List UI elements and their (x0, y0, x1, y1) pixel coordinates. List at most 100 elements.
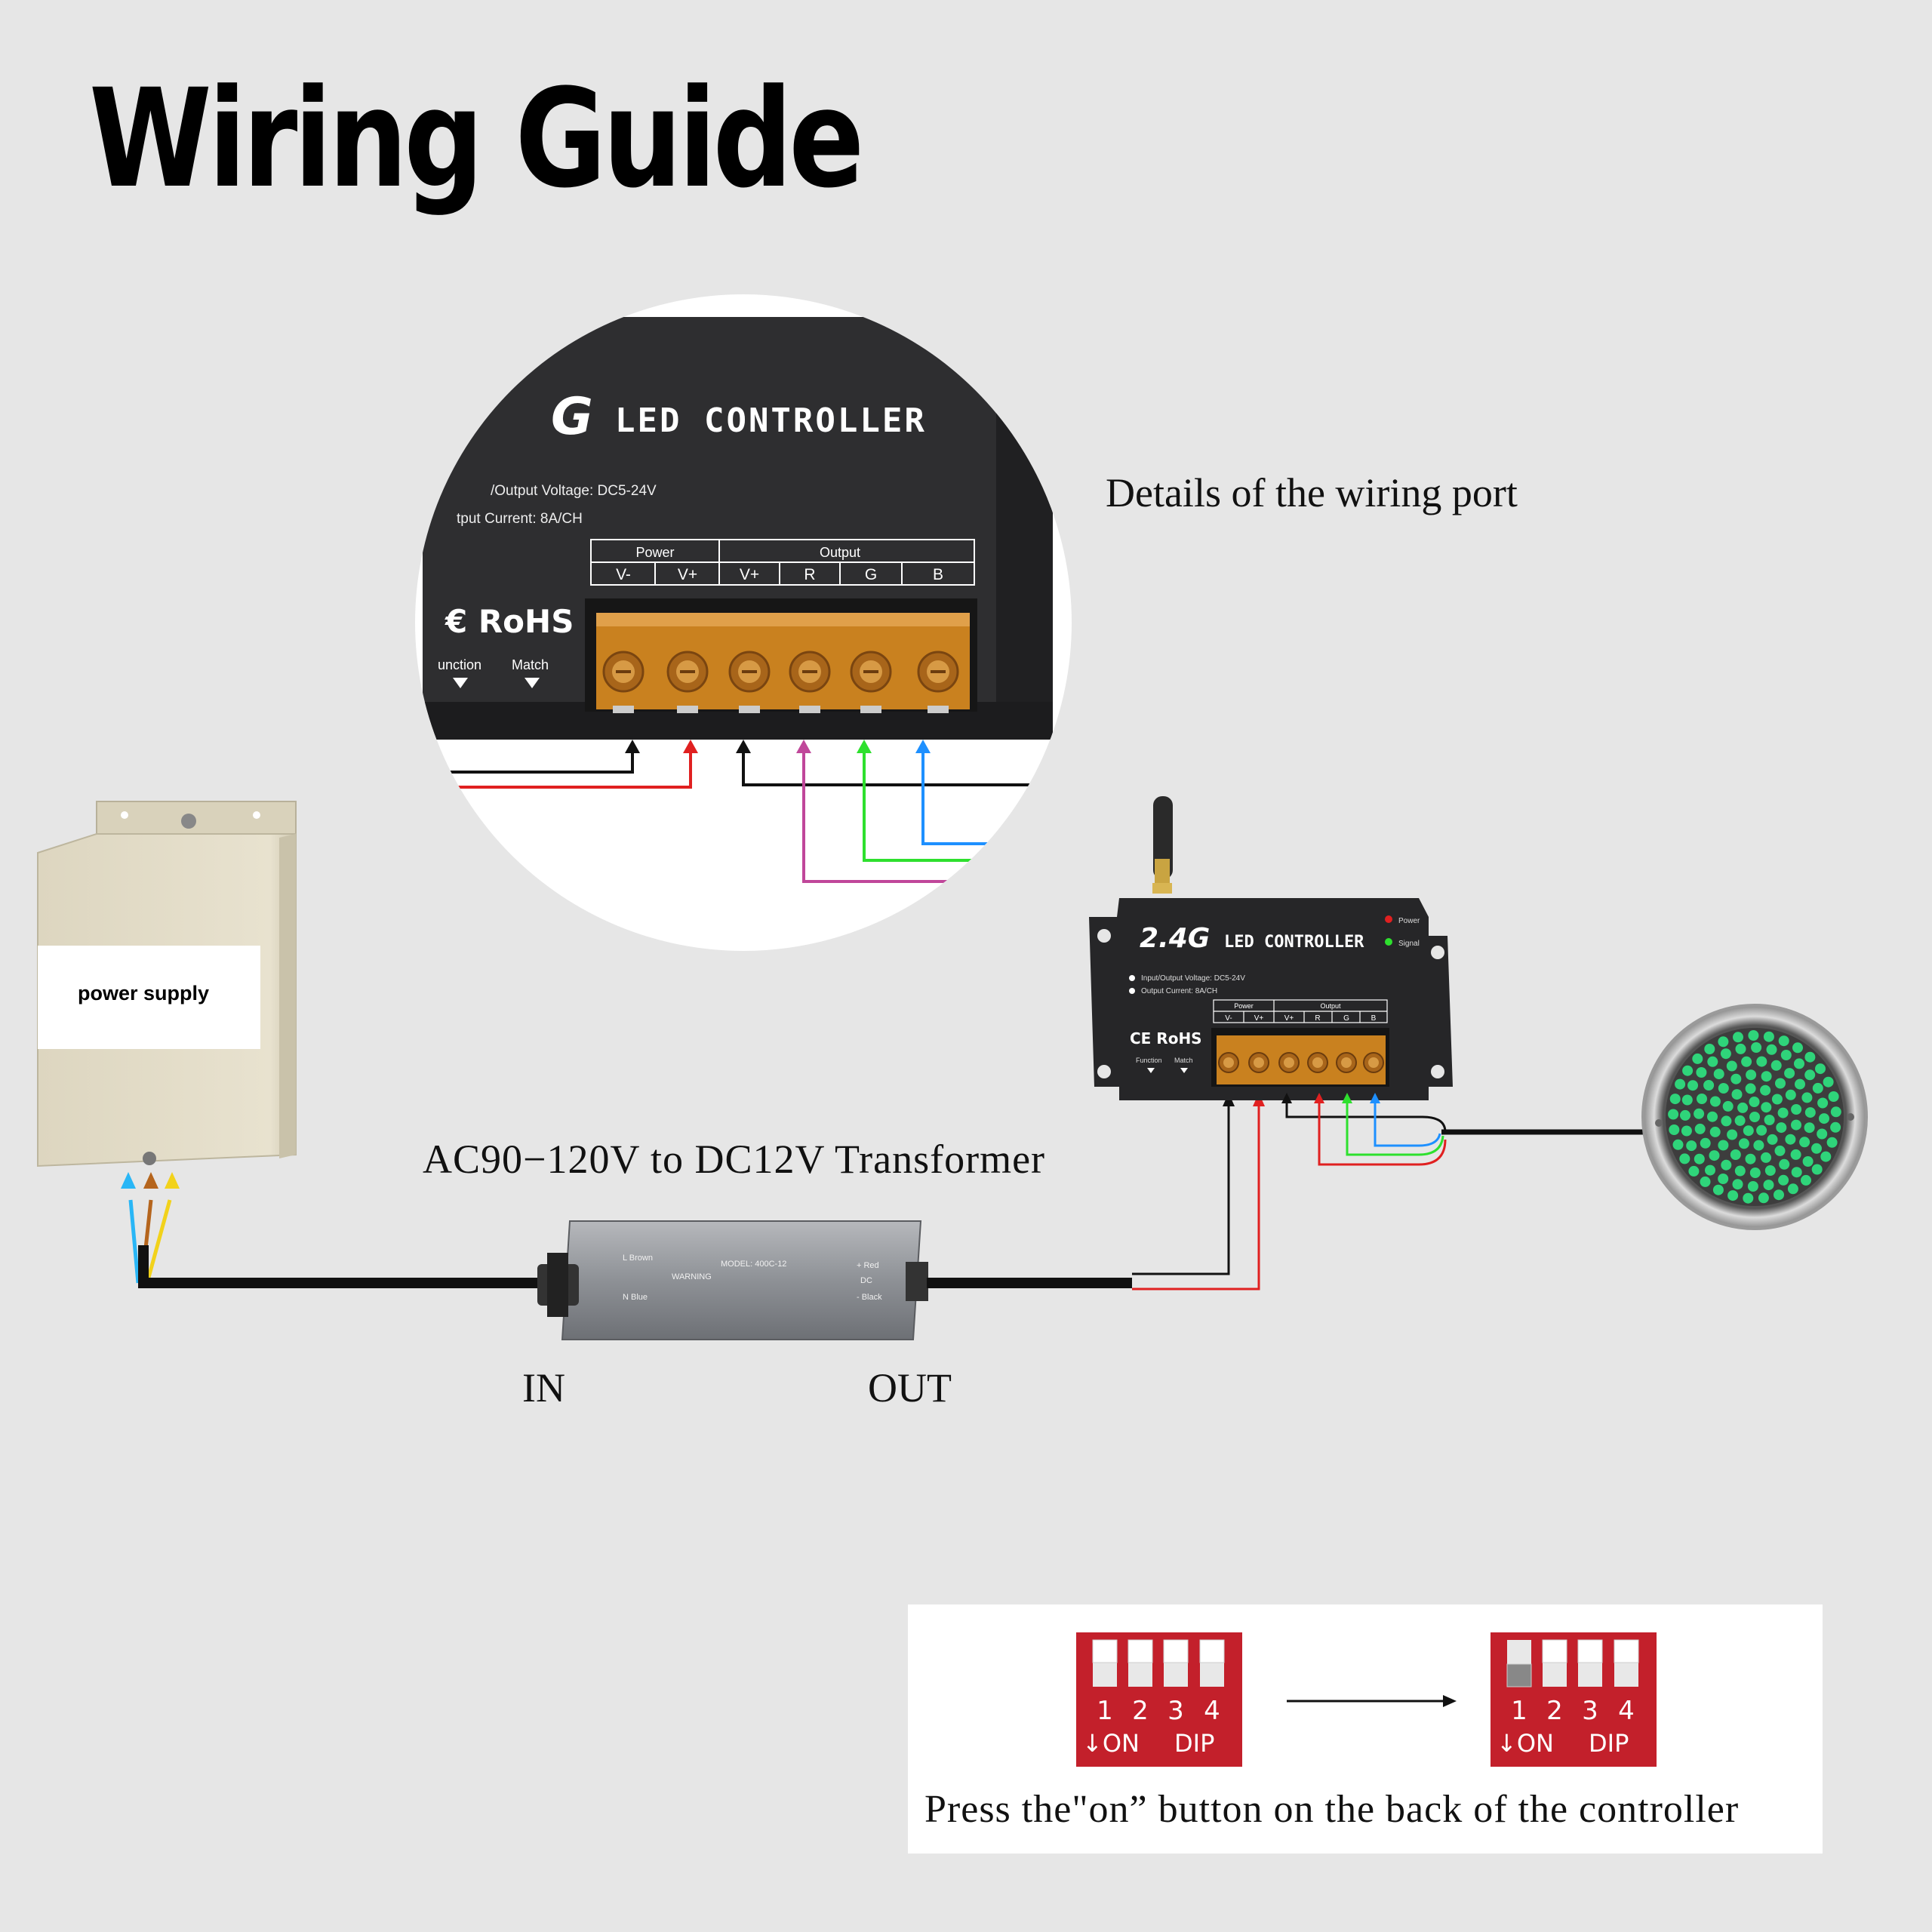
led-dot (1804, 1051, 1816, 1063)
led-dot (1749, 1112, 1760, 1122)
zoom-terminal-label: V- (616, 566, 631, 583)
led-dot (1761, 1071, 1772, 1082)
transformer-out-label: OUT (868, 1365, 952, 1411)
led-dot (1764, 1165, 1776, 1176)
led-dot (1718, 1036, 1729, 1048)
power-supply-label: power supply (78, 982, 209, 1004)
led-dot (1697, 1094, 1707, 1104)
transformer-model: MODEL: 400C-12 (721, 1260, 786, 1269)
led-dot (1727, 1190, 1739, 1201)
dip-after-dip-label: DIP (1589, 1729, 1629, 1758)
led-dot (1745, 1083, 1756, 1094)
page-title: Wiring Guide (89, 60, 864, 218)
led-dot (1764, 1115, 1775, 1125)
dip-lever (1163, 1639, 1189, 1687)
small-terminal-table (1213, 999, 1388, 1023)
led-dot (1776, 1122, 1787, 1134)
transformer-blue: N Blue (623, 1293, 648, 1302)
zoom-terminal-screw (850, 651, 892, 713)
led-dot (1709, 1096, 1721, 1107)
dip-lever (1542, 1639, 1567, 1687)
zoom-cert-mark: € RoHS (445, 603, 574, 640)
led-dot (1758, 1192, 1769, 1204)
signal-led (1385, 938, 1392, 946)
led-dot (1815, 1063, 1826, 1075)
led-dot (1830, 1106, 1841, 1118)
led-dot (1743, 1192, 1754, 1204)
dip-number: 2 (1546, 1696, 1563, 1726)
led-dot (1735, 1043, 1746, 1054)
led-dot (1826, 1137, 1838, 1148)
led-dot (1794, 1058, 1804, 1069)
zoom-terminal-block (596, 613, 970, 709)
transformer-black: - Black (857, 1293, 882, 1302)
small-cert-mark: CE RoHS (1130, 1029, 1202, 1048)
dip-lever (1092, 1639, 1118, 1687)
led-dot (1791, 1167, 1802, 1178)
led-dot (1705, 1164, 1715, 1176)
led-dot (1804, 1122, 1815, 1134)
led-dot (1763, 1031, 1774, 1042)
led-dot (1756, 1124, 1767, 1136)
led-dot (1688, 1165, 1700, 1177)
dip-number: 1 (1511, 1696, 1527, 1726)
led-dot (1732, 1179, 1743, 1190)
led-dot (1753, 1140, 1764, 1151)
transformer: L Brown N Blue MODEL: 400C-12 WARNING + … (537, 1220, 928, 1340)
details-caption: Details of the wiring port (1106, 470, 1518, 515)
led-dot (1680, 1109, 1690, 1121)
led-dot (1749, 1097, 1760, 1107)
led-dot (1745, 1153, 1756, 1164)
controller-device: 2.4G LED CONTROLLER Power Signal Input/O… (1089, 796, 1453, 1100)
led-dot (1763, 1180, 1774, 1191)
led-dot (1730, 1149, 1741, 1160)
dip-lever (1506, 1640, 1532, 1687)
led-dot (1817, 1097, 1829, 1109)
led-pool-light (1641, 1004, 1868, 1230)
power-led (1385, 915, 1392, 923)
zoom-spec-current: tput Current: 8A/CH (457, 511, 583, 527)
power-supply-box: power supply (37, 801, 297, 1168)
led-dot (1743, 1125, 1754, 1137)
led-dot (1713, 1069, 1724, 1080)
led-dot (1760, 1084, 1771, 1096)
dip-lever (1614, 1639, 1639, 1687)
transformer-caption: AC90−120V to DC12V Transformer (423, 1137, 1046, 1182)
led-dot (1675, 1078, 1686, 1090)
zoom-match-label: Match (512, 657, 549, 672)
small-brand-text: LED CONTROLLER (1224, 933, 1364, 952)
led-dot (1779, 1158, 1790, 1170)
led-dot (1734, 1115, 1746, 1126)
led-dot (1778, 1035, 1789, 1047)
led-dot (1801, 1092, 1813, 1103)
dip-after-on-label: ↓ON (1497, 1729, 1554, 1758)
led-dot (1777, 1107, 1789, 1118)
zoom-terminal-screw (602, 651, 645, 713)
zoom-brand-text: LED CONTROLLER (615, 401, 927, 440)
power-supply-wires (121, 1172, 566, 1288)
dip-before-dip-label: DIP (1174, 1729, 1214, 1758)
led-dot (1726, 1060, 1737, 1072)
dip-number: 3 (1582, 1696, 1598, 1726)
led-dot (1722, 1100, 1734, 1112)
led-dot (1770, 1060, 1782, 1071)
led-dot (1799, 1137, 1810, 1148)
led-dot (1734, 1165, 1746, 1177)
transformer-dc: DC (860, 1276, 872, 1285)
small-spec-voltage: Input/Output Voltage: DC5-24V (1141, 974, 1245, 983)
led-dot (1679, 1153, 1690, 1164)
dip-number: 1 (1097, 1696, 1113, 1726)
led-dot (1767, 1134, 1778, 1145)
led-dot (1707, 1056, 1718, 1067)
led-dot (1692, 1053, 1703, 1064)
led-dot (1774, 1145, 1786, 1156)
zoom-terminal-label: G (865, 566, 877, 583)
transformer-output-cable (927, 1093, 1265, 1291)
dip-lever (1128, 1639, 1153, 1687)
small-terminal-screw (1278, 1052, 1300, 1073)
led-dot (1780, 1050, 1792, 1060)
led-dot (1784, 1068, 1795, 1079)
led-dot (1694, 1123, 1706, 1134)
small-terminal-label: R (1315, 1014, 1320, 1023)
